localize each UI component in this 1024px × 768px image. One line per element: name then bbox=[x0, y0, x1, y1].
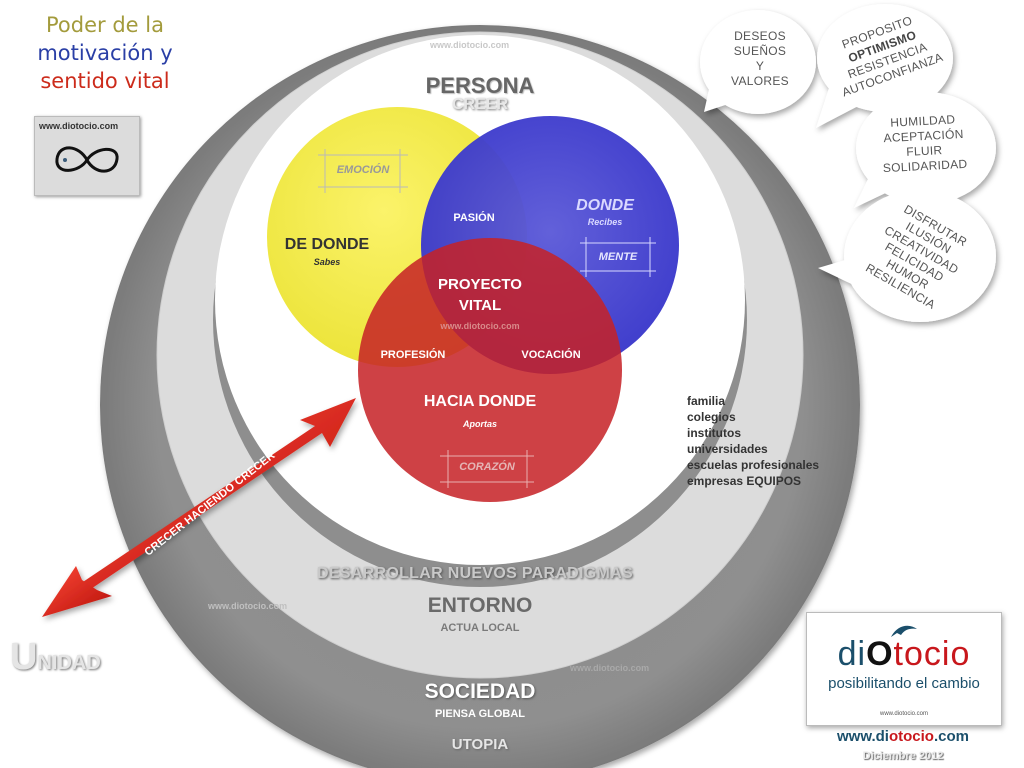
title-line-2: motivación y bbox=[37, 41, 173, 65]
entity-item: institutos bbox=[687, 426, 741, 440]
growth-arrow bbox=[42, 398, 356, 617]
piensa-global-label: PIENSA GLOBAL bbox=[434, 708, 526, 720]
tag-emocion bbox=[318, 149, 408, 193]
watermark: www.diotocio.com bbox=[429, 40, 509, 50]
desarrollar-label: DESARROLLAR NUEVOS PARADIGMAS bbox=[317, 565, 633, 582]
unidad-label: UNIDAD bbox=[10, 636, 101, 679]
sabes-label: Sabes bbox=[313, 257, 341, 267]
aportas-label: Aportas bbox=[462, 419, 497, 429]
entities-list: familia colegios institutos universidade… bbox=[687, 393, 819, 489]
emocion-tag: EMOCIÓN bbox=[336, 164, 390, 176]
utopia-label: UTOPIA bbox=[451, 736, 509, 753]
sociedad-label: SOCIEDAD bbox=[424, 680, 536, 703]
entity-item: universidades bbox=[687, 442, 768, 456]
unidad-rest: NIDAD bbox=[37, 652, 101, 674]
infinity-icon bbox=[55, 146, 119, 173]
brand-logo-box: diOtocio posibilitando el cambio www.dio… bbox=[806, 612, 1002, 726]
brand-tagline: posibilitando el cambio bbox=[828, 675, 980, 692]
creer-label: CREER bbox=[451, 96, 508, 113]
vital-label: VITAL bbox=[458, 297, 502, 314]
dolphin-icon bbox=[891, 625, 917, 637]
pasion-label: PASIÓN bbox=[453, 212, 495, 224]
small-logo: www.diotocio.com bbox=[34, 116, 140, 196]
watermark: www.diotocio.com bbox=[207, 601, 287, 611]
small-logo-url: www.diotocio.com bbox=[39, 121, 119, 131]
entorno-label: ENTORNO bbox=[427, 594, 533, 617]
bubbles-layer bbox=[700, 4, 996, 322]
mente-tag: MENTE bbox=[598, 251, 638, 263]
bubble-optimismo bbox=[816, 4, 953, 128]
de-donde-label: DE DONDE bbox=[284, 236, 370, 253]
persona-label: PERSONA bbox=[425, 73, 535, 98]
profesion-label: PROFESIÓN bbox=[380, 349, 446, 361]
unidad-initial: U bbox=[10, 636, 38, 678]
footer-url: www.diotocio.com bbox=[837, 728, 969, 745]
bubble-disfrutar bbox=[818, 190, 996, 322]
recibes-label: Recibes bbox=[587, 217, 623, 227]
bubble-deseos bbox=[700, 10, 816, 114]
brand-name: diOtocio bbox=[837, 635, 971, 673]
watermark: www.diotocio.com bbox=[440, 321, 520, 331]
tag-mente bbox=[580, 237, 656, 277]
entity-item: familia bbox=[687, 394, 726, 408]
bubble-humildad bbox=[854, 92, 996, 208]
title-line-1: Poder de la bbox=[46, 13, 164, 37]
title-line-3: sentido vital bbox=[40, 69, 170, 93]
donde-label: DONDE bbox=[576, 197, 634, 214]
footer-date: Diciembre 2012 bbox=[862, 750, 944, 762]
brand-small-url: www.diotocio.com bbox=[879, 711, 929, 717]
tag-corazon bbox=[440, 450, 534, 488]
hacia-donde-label: HACIA DONDE bbox=[423, 393, 537, 410]
circle-red bbox=[358, 238, 622, 502]
entity-item: empresas EQUIPOS bbox=[687, 474, 802, 488]
vocacion-label: VOCACIÓN bbox=[521, 349, 581, 361]
actua-local-label: ACTUA LOCAL bbox=[440, 622, 520, 634]
proyecto-label: PROYECTO bbox=[438, 276, 522, 293]
watermark: www.diotocio.com bbox=[569, 663, 649, 673]
entity-item: colegios bbox=[687, 410, 736, 424]
corazon-tag: CORAZÓN bbox=[459, 461, 515, 473]
entity-item: escuelas profesionales bbox=[687, 458, 820, 472]
